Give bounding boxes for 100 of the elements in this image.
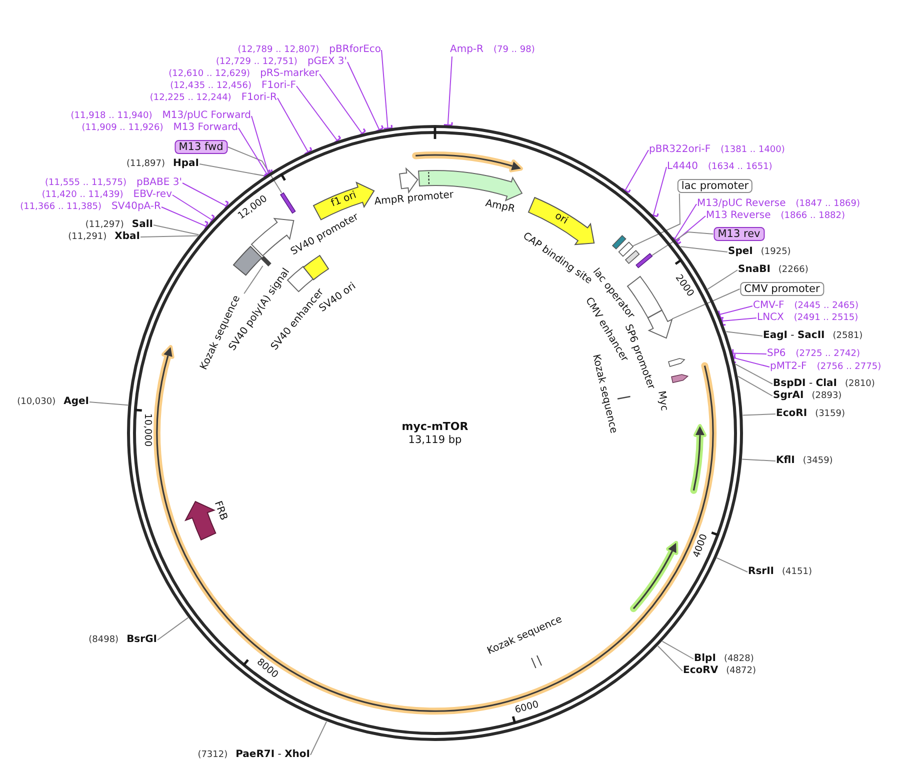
scale-label: 10,000: [141, 414, 153, 448]
site-name: AgeI: [64, 396, 89, 408]
primer-position: (11,366 .. 11,385): [20, 201, 102, 213]
leader-line: [680, 246, 728, 252]
leader-line: [735, 364, 773, 384]
primer-name: pBABE 3': [136, 177, 182, 189]
leader-line: [718, 306, 753, 320]
leader-line: [657, 646, 683, 672]
site-position: (11,297): [85, 219, 124, 231]
plasmid-size: 13,119 bp: [408, 434, 462, 446]
primer-position: (79 .. 98): [494, 44, 535, 56]
leader-line: [172, 194, 215, 224]
leader-line: [238, 128, 272, 178]
site-position: (11,291): [68, 231, 107, 243]
primer-position: (1381 .. 1400): [720, 144, 785, 156]
label-tag: M13 rev: [714, 227, 764, 241]
primer-name: M13/pUC Reverse: [697, 198, 786, 210]
site-position: (3159): [815, 408, 845, 420]
primer-name: pBRforEco: [329, 44, 381, 56]
site-name: SpeI: [728, 246, 753, 258]
feature-label: AmpR promoter: [374, 190, 454, 208]
leader-line: [89, 402, 128, 406]
primer-name: M13 Reverse: [706, 210, 771, 222]
site-position: (2810): [844, 378, 875, 390]
leader-line: [182, 182, 229, 210]
site-name: EagI - SacII: [763, 330, 825, 342]
leader-line: [140, 235, 199, 238]
leader-line: [732, 353, 770, 368]
primer-name: pGEX 3': [307, 56, 347, 68]
leader-line: [443, 56, 453, 126]
site-position: (4828): [724, 653, 754, 665]
primer-position: (1866 .. 1882): [780, 210, 846, 222]
site-name: RsrII: [748, 566, 774, 578]
site-position: (4872): [726, 665, 756, 677]
site-position: (4151): [782, 566, 812, 578]
label-tag: lac promoter: [677, 179, 753, 193]
leader-line: [347, 62, 384, 132]
label-tag: CMV promoter: [740, 282, 824, 296]
primer-position: (1847 .. 1869): [796, 198, 860, 210]
primer-position: (12,610 .. 12,629): [168, 68, 250, 80]
primer-name: pRS-marker: [260, 68, 319, 80]
site-name: XbaI: [114, 231, 140, 243]
leader-line: [157, 617, 189, 640]
primer-name: SV40pA-R: [112, 201, 161, 213]
site-position: (7312): [198, 749, 228, 761]
site-position: (8498): [88, 634, 119, 646]
leader-line: [672, 216, 706, 245]
leader-line: [620, 150, 649, 194]
leader-line: [726, 331, 763, 336]
leader-line: [244, 265, 264, 294]
leader-line: [153, 224, 200, 236]
primer-position: (11,909 .. 11,926): [82, 122, 164, 134]
leader-line: [742, 458, 776, 462]
primer-site-bar: [636, 252, 653, 268]
site-name: BspDI - ClaI: [773, 378, 837, 390]
site-position: (3459): [802, 455, 833, 467]
site-name: SalI: [132, 219, 153, 231]
site-position: (1925): [760, 246, 791, 258]
primer-name: F1ori-R: [241, 92, 277, 104]
scale-label: 6000: [514, 698, 540, 716]
primer-position: (11,420 .. 11,439): [42, 189, 124, 201]
primer-name: F1ori-F: [262, 80, 296, 92]
leader-line: [296, 86, 342, 144]
leader-line: [310, 721, 327, 756]
primer-name: LNCX: [757, 312, 784, 324]
feature-block: [618, 242, 634, 257]
site-name: SnaBI: [738, 264, 770, 276]
primer-position: (12,789 .. 12,807): [238, 44, 320, 56]
leader-line: [732, 348, 767, 358]
primer-name: M13/pUC Forward: [162, 110, 251, 122]
leader-line: [251, 116, 273, 176]
site-position: (2266): [778, 264, 808, 276]
site-position: (2581): [832, 330, 863, 342]
site-position: (2893): [812, 390, 842, 402]
site-name: KflI: [776, 455, 795, 467]
site-name: EcoRI: [776, 408, 808, 420]
leader-line: [632, 193, 680, 246]
primer-name: SP6: [767, 348, 786, 360]
feature-label: FRB: [211, 500, 229, 522]
primer-site-bar: [280, 192, 296, 214]
primer-position: (1634 .. 1651): [708, 161, 772, 173]
primer-name: Amp-R: [450, 44, 484, 56]
leader-line: [738, 376, 773, 396]
primer-name: L4440: [667, 161, 698, 173]
leader-line: [319, 74, 366, 137]
primer-name: EBV-rev: [133, 189, 172, 201]
leader-line: [707, 270, 738, 290]
leader-line: [161, 206, 209, 231]
primer-name: pMT2-F: [770, 361, 807, 373]
leader-line: [662, 640, 694, 660]
leader-line: [742, 414, 776, 416]
site-name: HpaI: [173, 158, 199, 170]
feature-shape: [647, 310, 672, 339]
primer-name: CMV-F: [753, 300, 784, 312]
primer-position: (2445 .. 2465): [794, 300, 859, 312]
primer-position: (12,225 .. 12,244): [150, 92, 232, 104]
site-name: SgrAI: [773, 390, 804, 402]
feature-label: ori: [552, 210, 570, 228]
leader-line: [716, 557, 748, 572]
primer-position: (11,555 .. 11,575): [45, 177, 126, 189]
